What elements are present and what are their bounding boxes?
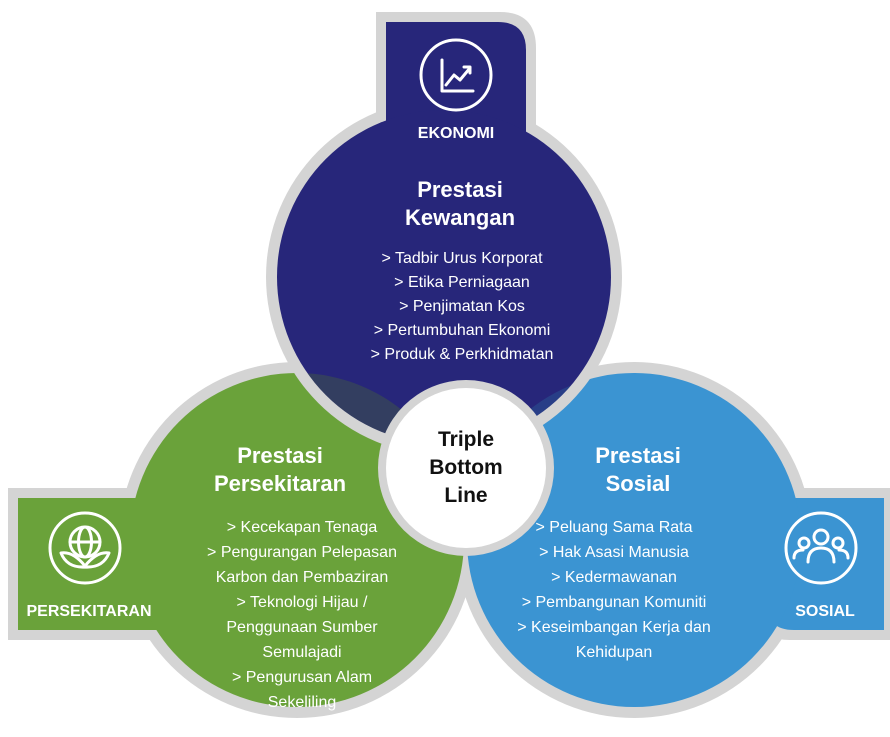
globe-leaf-icon [48,511,122,585]
sosial-item: > Kedermawanan [551,569,677,586]
sosial-label: SOSIAL [795,603,855,620]
persekitaran-item: > Pengurangan Pelepasan [207,544,397,561]
sosial-item: > Pembangunan Komuniti [522,594,707,611]
persekitaran-title-line: Prestasi [237,443,323,468]
persekitaran-item: Sekeliling [268,694,336,711]
persekitaran-item: Semulajadi [262,644,341,661]
ekonomi-item: > Produk & Perkhidmatan [371,346,554,363]
sosial-title-line: Sosial [606,471,671,496]
ekonomi-item: > Penjimatan Kos [399,298,525,315]
persekitaran-item: Karbon dan Pembaziran [216,569,389,586]
persekitaran-title-line: Persekitaran [214,471,346,496]
sosial-item: > Keseimbangan Kerja dan [517,619,710,636]
ekonomi-label: EKONOMI [418,125,494,142]
ekonomi-title-line: Prestasi [417,177,503,202]
persekitaran-item: > Teknologi Hijau / [237,594,368,611]
ekonomi-item: > Pertumbuhan Ekonomi [374,322,551,339]
center-line: Bottom [429,456,502,479]
sosial-item: Kehidupan [576,644,653,661]
ekonomi-item: > Etika Perniagaan [394,274,530,291]
people-group-icon [784,511,858,585]
persekitaran-item: > Pengurusan Alam [232,669,372,686]
sosial-item: > Hak Asasi Manusia [539,544,689,561]
ekonomi-item: > Tadbir Urus Korporat [381,250,543,267]
center-circle [386,388,546,548]
persekitaran-item: Penggunaan Sumber [226,619,378,636]
center-line: Line [444,484,487,507]
growth-chart-icon [419,38,493,112]
ekonomi-title-line: Kewangan [405,205,515,230]
persekitaran-label: PERSEKITARAN [26,603,151,620]
center-line: Triple [438,428,494,451]
sosial-item: > Peluang Sama Rata [536,519,693,536]
persekitaran-item: > Kecekapan Tenaga [227,519,378,536]
sosial-title-line: Prestasi [595,443,681,468]
ekonomi-circle [277,110,611,444]
